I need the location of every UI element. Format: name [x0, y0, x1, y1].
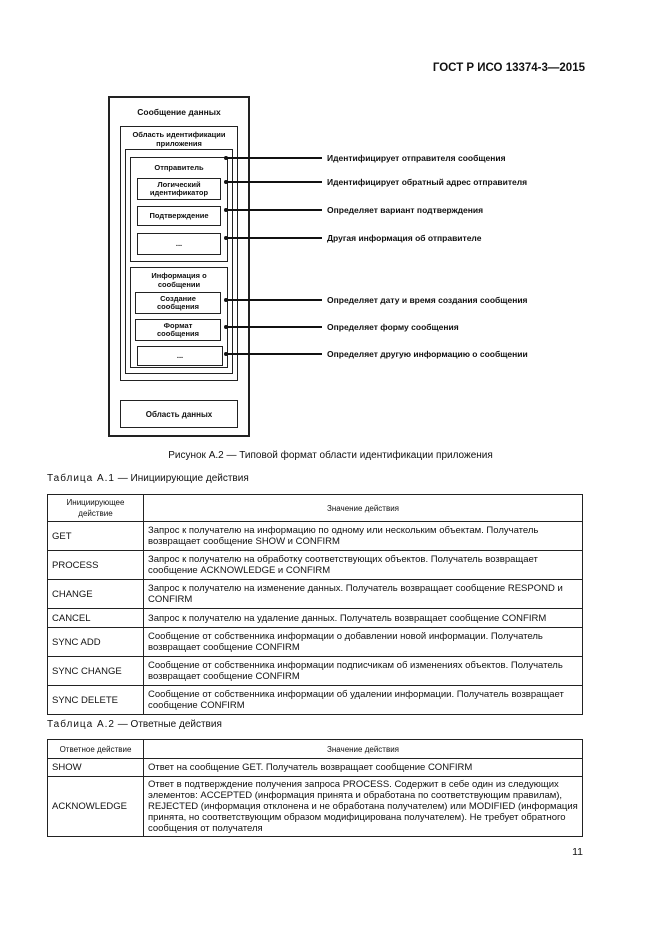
sender-other-description: Другая информация об отправителе — [327, 233, 482, 243]
meaning-cell: Запрос к получателю на информацию по одн… — [143, 521, 583, 551]
meaning-cell: Запрос к получателю на изменение данных.… — [143, 579, 583, 609]
action-cell: SYNC CHANGE — [47, 656, 144, 686]
app-identification-area: Область идентификации приложения Отправи… — [120, 126, 238, 381]
table-header-row: Инициирующее действие Значение действия — [47, 494, 583, 522]
app-area-inner: Отправитель Логический идентификатор Под… — [125, 149, 233, 374]
action-cell: GET — [47, 521, 144, 551]
info-other-field: ... — [137, 346, 223, 366]
initiating-actions-table: Инициирующее действие Значение действия … — [47, 494, 583, 715]
message-info-group-label: Информация о сообщении — [151, 271, 207, 289]
table-header-cell: Инициирующее действие — [47, 494, 144, 522]
table-row: SYNC CHANGE Сообщение от собственника ин… — [47, 656, 583, 686]
table-header-cell: Значение действия — [143, 739, 583, 759]
message-diagram: Сообщение данных Область идентификации п… — [108, 96, 250, 437]
meaning-cell: Сообщение от собственника информации о д… — [143, 627, 583, 657]
table-header-cell: Ответное действие — [47, 739, 144, 759]
table1-caption-text: — Инициирующие действия — [117, 473, 249, 484]
confirmation-description: Определяет вариант подтверждения — [327, 205, 484, 215]
page-number: 11 — [572, 846, 583, 858]
table2-caption: Таблица А.2 — Ответные действия — [47, 719, 222, 730]
connector-line — [226, 353, 322, 355]
action-cell: ACKNOWLEDGE — [47, 776, 144, 837]
action-cell: SYNC DELETE — [47, 685, 144, 715]
meaning-cell: Сообщение от собственника информации об … — [143, 685, 583, 715]
action-cell: CHANGE — [47, 579, 144, 609]
action-cell: SYNC ADD — [47, 627, 144, 657]
connector-line — [226, 326, 322, 328]
table-row: SHOW Ответ на сообщение GET. Получатель … — [47, 758, 583, 777]
sender-id-description: Идентифицирует отправителя сообщения — [327, 153, 506, 163]
format-description: Определяет форму сообщения — [327, 322, 459, 332]
connector-line — [226, 299, 322, 301]
table-row: ACKNOWLEDGE Ответ в подтверждение получе… — [47, 776, 583, 837]
connector-line — [226, 237, 322, 239]
meaning-cell: Запрос к получателю на удаление данных. … — [143, 608, 583, 628]
table-row: SYNC ADD Сообщение от собственника инфор… — [47, 627, 583, 657]
response-actions-table: Ответное действие Значение действия SHOW… — [47, 739, 583, 837]
format-field: Формат сообщения — [135, 319, 221, 341]
data-area: Область данных — [120, 400, 238, 428]
table-header-row: Ответное действие Значение действия — [47, 739, 583, 759]
sender-group-label: Отправитель — [154, 163, 204, 172]
action-cell: PROCESS — [47, 550, 144, 580]
table-row: CHANGE Запрос к получателю на изменение … — [47, 579, 583, 609]
creation-description: Определяет дату и время создания сообщен… — [327, 295, 528, 305]
sender-group: Отправитель Логический идентификатор Под… — [130, 157, 228, 262]
action-cell: CANCEL — [47, 608, 144, 628]
message-info-group: Информация о сообщении Создание сообщени… — [130, 267, 228, 368]
logical-id-field: Логический идентификатор — [137, 178, 221, 200]
meaning-cell: Сообщение от собственника информации под… — [143, 656, 583, 686]
document-header: ГОСТ Р ИСО 13374-3—2015 — [432, 62, 585, 74]
table-row: GET Запрос к получателю на информацию по… — [47, 521, 583, 551]
app-area-label: Область идентификации приложения — [132, 130, 226, 148]
connector-line — [226, 181, 322, 183]
table-row: CANCEL Запрос к получателю на удаление д… — [47, 608, 583, 628]
table1-caption: Таблица А.1 — Инициирующие действия — [47, 473, 249, 484]
table-row: SYNC DELETE Сообщение от собственника ин… — [47, 685, 583, 715]
table1-caption-number: Таблица А.1 — [47, 473, 115, 484]
return-address-description: Идентифицирует обратный адрес отправител… — [327, 177, 528, 187]
confirmation-field: Подтверждение — [137, 206, 221, 226]
info-other-description: Определяет другую информацию о сообщении — [327, 349, 528, 359]
table2-caption-text: — Ответные действия — [117, 719, 222, 730]
table2-caption-number: Таблица А.2 — [47, 719, 115, 730]
meaning-cell: Ответ на сообщение GET. Получатель возвр… — [143, 758, 583, 777]
meaning-cell: Ответ в подтверждение получения запроса … — [143, 776, 583, 837]
creation-field: Создание сообщения — [135, 292, 221, 314]
action-cell: SHOW — [47, 758, 144, 777]
figure-caption: Рисунок А.2 — Типовой формат области иде… — [168, 450, 493, 461]
meaning-cell: Запрос к получателю на обработку соответ… — [143, 550, 583, 580]
diagram-title: Сообщение данных — [137, 107, 221, 117]
table-header-cell: Значение действия — [143, 494, 583, 522]
sender-other-field: ... — [137, 233, 221, 255]
connector-line — [226, 209, 322, 211]
connector-line — [226, 157, 322, 159]
table-row: PROCESS Запрос к получателю на обработку… — [47, 550, 583, 580]
